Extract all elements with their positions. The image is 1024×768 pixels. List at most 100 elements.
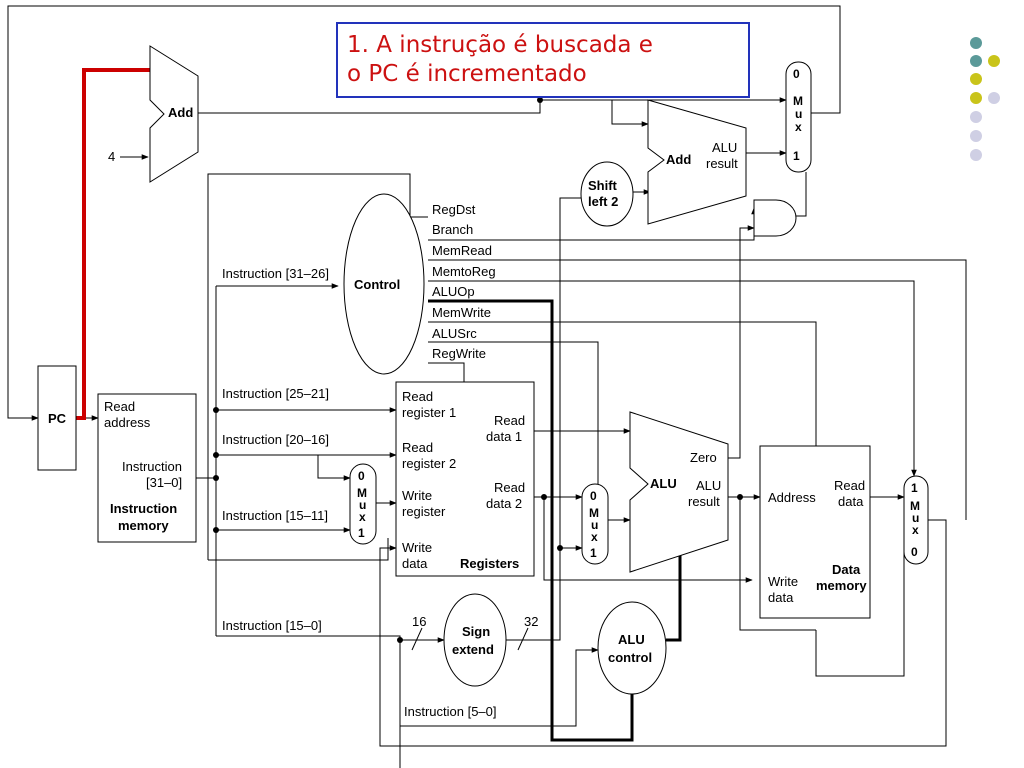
data-memory: Address Read data Write data Data memory — [759, 445, 871, 619]
svg-text:Read: Read — [834, 478, 865, 493]
svg-text:Address: Address — [768, 490, 816, 505]
svg-text:Instruction: Instruction — [122, 459, 182, 474]
branch-adder-out2: result — [706, 156, 738, 171]
sig-branch: Branch — [432, 222, 473, 237]
shift-label-2: left 2 — [588, 194, 618, 209]
svg-text:data: data — [768, 590, 794, 605]
svg-text:Write: Write — [402, 488, 432, 503]
callout-box: 1. A instrução é buscada e o PC é increm… — [336, 22, 750, 98]
sig-memwrite: MemWrite — [432, 305, 491, 320]
svg-text:1: 1 — [358, 526, 365, 540]
branch-adder-out1: ALU — [712, 140, 737, 155]
register-file: Read register 1 Read register 2 Write re… — [395, 381, 535, 577]
sig-aluop: ALUOp — [432, 284, 475, 299]
svg-text:Read: Read — [494, 480, 525, 495]
svg-text:0: 0 — [911, 545, 918, 559]
callout-line-2: o PC é incrementado — [347, 61, 587, 87]
pc-adder-label: Add — [168, 105, 193, 120]
svg-text:control: control — [608, 650, 652, 665]
callout-line-1: 1. A instrução é buscada e — [347, 32, 653, 58]
wires — [7, 5, 967, 768]
sig-regwrite: RegWrite — [432, 346, 486, 361]
main-alu: ALU Zero ALU result — [629, 411, 729, 573]
svg-text:u: u — [359, 498, 366, 512]
svg-text:data: data — [838, 494, 864, 509]
svg-text:register: register — [402, 504, 446, 519]
svg-text:ALU: ALU — [696, 478, 721, 493]
branch-and-gate — [753, 199, 797, 237]
svg-text:M: M — [357, 486, 367, 500]
svg-text:x: x — [795, 120, 802, 134]
svg-text:Read: Read — [494, 413, 525, 428]
svg-text:memory: memory — [118, 518, 169, 533]
svg-text:1: 1 — [590, 546, 597, 560]
svg-text:x: x — [359, 510, 366, 524]
svg-text:Write: Write — [768, 574, 798, 589]
control-unit: Control — [343, 193, 425, 375]
svg-text:Registers: Registers — [460, 556, 519, 571]
svg-text:u: u — [912, 511, 919, 525]
svg-text:data 1: data 1 — [486, 429, 522, 444]
svg-text:Sign: Sign — [462, 624, 490, 639]
svg-text:memory: memory — [816, 578, 867, 593]
branch-adder: Add ALU result — [647, 99, 747, 225]
bus-width-32: 32 — [524, 614, 538, 629]
sig-memread: MemRead — [432, 243, 492, 258]
svg-text:u: u — [795, 107, 802, 121]
pc-register: PC — [37, 365, 77, 471]
const-four: 4 — [108, 149, 115, 164]
svg-text:1: 1 — [911, 481, 918, 495]
svg-text:Read: Read — [104, 399, 135, 414]
svg-text:1: 1 — [793, 149, 800, 163]
sig-memtoreg: MemtoReg — [432, 264, 496, 279]
svg-text:result: result — [688, 494, 720, 509]
shift-label-1: Shift — [588, 178, 618, 193]
svg-text:0: 0 — [793, 67, 800, 81]
pc-label: PC — [48, 411, 67, 426]
pc-mux: 0 M u x 1 — [785, 61, 812, 173]
svg-text:M: M — [589, 506, 599, 520]
alu-label: ALU — [650, 476, 677, 491]
svg-text:register 2: register 2 — [402, 456, 456, 471]
field-5-0: Instruction [5–0] — [404, 704, 497, 719]
svg-text:M: M — [793, 94, 803, 108]
svg-text:Instruction: Instruction — [110, 501, 177, 516]
svg-text:u: u — [591, 518, 598, 532]
svg-text:x: x — [591, 530, 598, 544]
svg-text:data: data — [402, 556, 428, 571]
pc-adder: Add 4 — [108, 45, 199, 183]
instruction-memory: Read address Instruction [31–0] Instruct… — [97, 393, 197, 543]
sign-extend: Sign extend 16 32 — [412, 593, 538, 687]
instruction-field-labels: Instruction [31–26] Instruction [25–21] … — [222, 266, 497, 719]
branch-adder-label: Add — [666, 152, 691, 167]
aluctl-wire — [666, 530, 682, 642]
field-15-11: Instruction [15–11] — [222, 508, 328, 523]
bus-width-16: 16 — [412, 614, 426, 629]
field-15-0: Instruction [15–0] — [222, 618, 322, 633]
control-label: Control — [354, 277, 400, 292]
sig-alusrc: ALUSrc — [432, 326, 477, 341]
junction-dots — [213, 97, 743, 643]
pc-fetch-highlight — [76, 68, 150, 420]
svg-text:Data: Data — [832, 562, 861, 577]
sig-regdst: RegDst — [432, 202, 476, 217]
svg-text:Write: Write — [402, 540, 432, 555]
aluop-wire — [428, 299, 634, 742]
svg-text:[31–0]: [31–0] — [146, 475, 182, 490]
decorative-dots — [970, 37, 1000, 161]
svg-text:data 2: data 2 — [486, 496, 522, 511]
svg-text:0: 0 — [358, 469, 365, 483]
svg-text:ALU: ALU — [618, 632, 645, 647]
svg-text:Read: Read — [402, 389, 433, 404]
svg-text:x: x — [912, 523, 919, 537]
field-31-26: Instruction [31–26] — [222, 266, 329, 281]
svg-text:Read: Read — [402, 440, 433, 455]
shift-left-2: Shift left 2 — [580, 161, 634, 227]
svg-text:0: 0 — [590, 489, 597, 503]
field-25-21: Instruction [25–21] — [222, 386, 329, 401]
field-20-16: Instruction [20–16] — [222, 432, 329, 447]
svg-text:extend: extend — [452, 642, 494, 657]
svg-text:address: address — [104, 415, 151, 430]
